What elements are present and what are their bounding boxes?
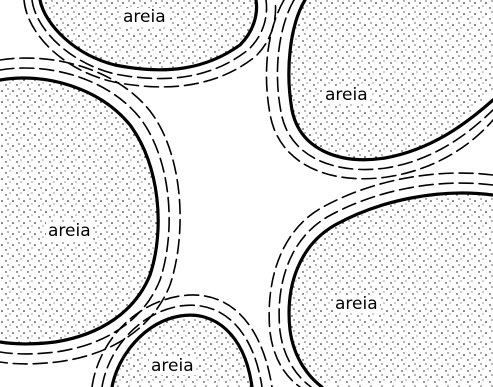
grain-label-top-right: areia (323, 86, 370, 104)
grain-top-right (266, 0, 493, 179)
grain-left (0, 58, 180, 364)
grain-label-left: areia (46, 222, 93, 240)
grain-label-top-center: areia (121, 8, 168, 26)
grain-bottom-right (269, 173, 493, 387)
grain-label-bottom-right: areia (333, 295, 380, 313)
grain-label-bottom-center: areia (149, 357, 196, 375)
